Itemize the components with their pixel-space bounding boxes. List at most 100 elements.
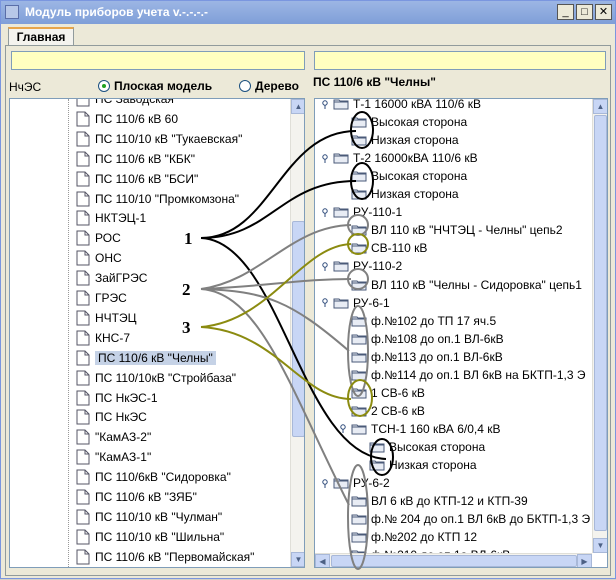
tree-node[interactable]: РУ-110-2	[321, 257, 402, 275]
tree-leaf[interactable]: Низкая сторона	[339, 131, 459, 149]
tree-leaf[interactable]: ф.№ 204 до оп.1 ВЛ 6кВ до БКТП-1,3 Э	[339, 510, 590, 528]
folder-icon	[333, 153, 349, 164]
key-node-icon[interactable]	[321, 298, 329, 308]
tree-leaf[interactable]: Высокая сторона	[357, 438, 485, 456]
tree-node[interactable]: ТСН-1 160 кВА 6/0,4 кВ	[339, 420, 501, 438]
group-1-connectors	[200, 111, 394, 476]
substation-list-item[interactable]: ПС НкЭС	[76, 408, 147, 426]
tree-item-label: РУ-110-1	[353, 205, 403, 220]
radio-selected-icon	[98, 80, 110, 92]
key-node-icon[interactable]	[339, 424, 347, 434]
key-node-icon[interactable]	[321, 99, 329, 109]
substation-list-item[interactable]: ПС 110/10кВ "Стройбаза"	[76, 369, 236, 387]
substation-item-label: ПС 110/6 кВ "Челны"	[95, 350, 216, 365]
folder-icon	[351, 135, 367, 146]
tree-leaf[interactable]: ф.№108 до оп.1 ВЛ-6кВ	[339, 330, 504, 348]
tree-node[interactable]: РУ-110-1	[321, 203, 402, 221]
tree-leaf[interactable]: Высокая сторона	[339, 167, 467, 185]
substation-list-item[interactable]: "КамАЗ-2"	[76, 428, 151, 446]
key-node-icon[interactable]	[321, 208, 329, 217]
scroll-left-icon[interactable]: ◀	[315, 554, 330, 567]
substation-list-item[interactable]: ПС 110/6кВ "Сидоровка"	[76, 468, 231, 486]
substation-list-item[interactable]: ПС 110/10 кВ "Тукаевская"	[76, 130, 242, 148]
main-content: НчЭС Плоская модель Дерево ПС 110/6 кВ "…	[5, 45, 611, 576]
tree-leaf[interactable]: 2 СВ-6 кВ	[339, 402, 425, 420]
substation-item-label: ПС 110/6 кВ "Первомайская"	[95, 549, 255, 564]
right-filter-field[interactable]	[314, 51, 606, 70]
folder-icon	[351, 496, 367, 507]
substation-item-label: ПС НкЭС	[95, 410, 147, 425]
left-filter-field[interactable]	[11, 51, 305, 70]
tree-item-label: РУ-6-2	[353, 476, 390, 491]
substation-item-label: "КамАЗ-1"	[95, 450, 152, 465]
substation-list-item[interactable]: ПС 110/10 кВ "Чулман"	[76, 508, 222, 526]
document-icon	[76, 429, 90, 445]
right-scroll-thumb[interactable]	[594, 115, 607, 531]
folder-icon	[351, 514, 367, 525]
substation-list-item[interactable]: ПС Заводская	[76, 99, 174, 108]
scroll-down-icon[interactable]: ▼	[593, 538, 607, 553]
tree-item-label: Т-1 16000 кВА 110/6 кВ	[353, 98, 481, 111]
document-icon	[76, 350, 90, 366]
scroll-right-icon[interactable]: ▶	[577, 554, 592, 567]
left-list-panel: ПС Заводская ПС 110/6 кВ 60 ПС 110/10 кВ "…	[9, 98, 305, 568]
substation-list-item[interactable]: ПС 110/6 кВ "ЗЯБ"	[76, 488, 197, 506]
key-node-icon[interactable]	[321, 478, 329, 488]
tree-node[interactable]: РУ-6-1	[321, 294, 390, 312]
tree-node[interactable]: Т-1 16000 кВА 110/6 кВ	[321, 98, 481, 113]
tree-leaf[interactable]: ВЛ 110 кВ "Челны - Сидоровка" цепь1	[339, 276, 582, 294]
document-icon	[76, 151, 90, 167]
radio-tree-model[interactable]: Дерево	[239, 79, 299, 93]
tree-node[interactable]: Т-2 16000кВА 110/6 кВ	[321, 149, 478, 167]
document-icon	[76, 409, 90, 425]
close-button[interactable]: ✕	[595, 4, 612, 20]
right-hscroll-thumb[interactable]	[331, 555, 577, 567]
substation-list-item[interactable]: ПС НкЭС-1	[76, 389, 158, 407]
scroll-up-icon[interactable]: ▲	[593, 99, 607, 114]
tree-leaf[interactable]: Низкая сторона	[357, 456, 477, 474]
tree-leaf[interactable]: Высокая сторона	[339, 113, 467, 131]
substation-list-item[interactable]: НЧТЭЦ	[76, 309, 137, 327]
scroll-down-icon[interactable]: ▼	[291, 552, 304, 567]
substation-list-item[interactable]: ГРЭС	[76, 289, 127, 307]
substation-list-item[interactable]: РОС	[76, 229, 121, 247]
substation-list-item[interactable]: ПС 110/6 кВ "Челны"	[76, 349, 216, 367]
substation-list-item[interactable]: КНС-7	[76, 329, 130, 347]
annotation-number-1: 1	[184, 229, 193, 248]
tree-leaf[interactable]: ВЛ 6 кВ до КТП-12 и КТП-39	[339, 492, 528, 510]
substation-list-item[interactable]: ПС 110/10 "Промкомзона"	[76, 190, 239, 208]
substation-list-item[interactable]: ЗайГРЭС	[76, 269, 147, 287]
substation-item-label: ПС 110/6 кВ "КБК"	[95, 151, 196, 166]
right-horizontal-scrollbar[interactable]: ◀ ▶	[315, 553, 592, 567]
substation-list-item[interactable]: ПС 110/6 кВ "БСИ"	[76, 170, 198, 188]
tree-leaf[interactable]: ф.№113 до оп.1 ВЛ-6кВ	[339, 348, 503, 366]
left-vertical-scrollbar[interactable]: ▲ ▼	[290, 99, 304, 567]
tree-item-label: ф.№113 до оп.1 ВЛ-6кВ	[371, 349, 503, 364]
group-3-connectors	[200, 233, 373, 417]
folder-icon	[351, 352, 367, 363]
radio-unselected-icon	[239, 80, 251, 92]
maximize-button[interactable]: □	[576, 4, 593, 20]
substation-list-item[interactable]: "КамАЗ-1"	[76, 448, 151, 466]
substation-list-item[interactable]: ПС 110/10 кВ "Шильна"	[76, 528, 224, 546]
key-node-icon[interactable]	[321, 153, 329, 163]
tree-leaf[interactable]: СВ-110 кВ	[339, 239, 427, 257]
tab-main[interactable]: Главная	[8, 27, 74, 47]
key-node-icon[interactable]	[321, 262, 329, 271]
tree-item-label: 1 СВ-6 кВ	[371, 385, 425, 400]
substation-list-item[interactable]: ОНС	[76, 249, 122, 267]
right-vertical-scrollbar[interactable]: ▲ ▼	[592, 99, 607, 553]
group-2-connectors	[200, 214, 369, 570]
substation-list-item[interactable]: ПС 110/6 кВ "Первомайская"	[76, 548, 254, 566]
tree-leaf[interactable]: ф.№102 до ТП 17 яч.5	[339, 312, 496, 330]
radio-flat-model[interactable]: Плоская модель	[98, 79, 212, 93]
document-icon	[76, 489, 90, 505]
scroll-up-icon[interactable]: ▲	[291, 99, 304, 114]
substation-list-item[interactable]: ПС 110/6 кВ "КБК"	[76, 150, 195, 168]
document-icon	[76, 230, 90, 246]
tree-leaf[interactable]: ф.№202 до КТП 12	[339, 528, 477, 546]
substation-list-item[interactable]: ПС 110/6 кВ 60	[76, 110, 178, 128]
substation-list-item[interactable]: НКТЭЦ-1	[76, 209, 146, 227]
tree-leaf[interactable]: ф.№114 до оп.1 ВЛ 6кВ на БКТП-1,3 Э	[339, 366, 586, 384]
minimize-button[interactable]: _	[557, 4, 574, 20]
